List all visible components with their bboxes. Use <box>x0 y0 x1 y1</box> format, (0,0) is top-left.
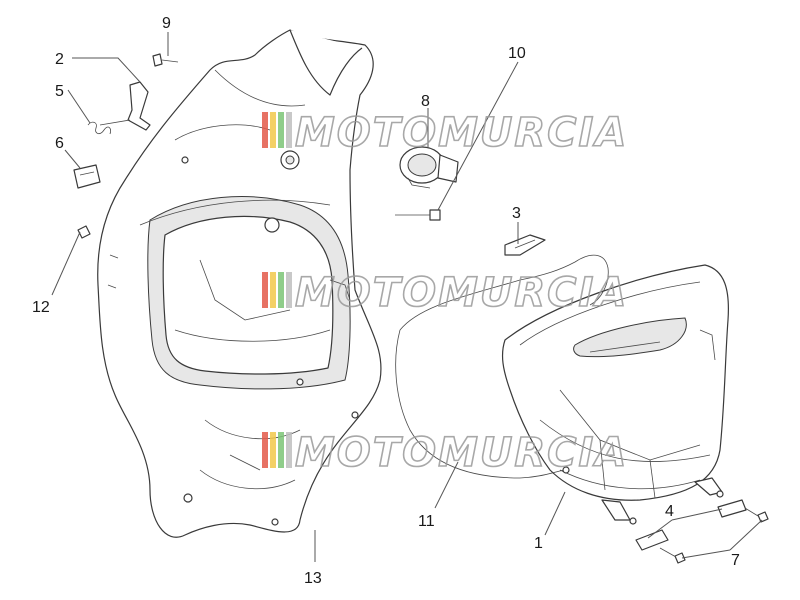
part-12-clip <box>77 225 91 239</box>
part-9-screw <box>152 53 179 67</box>
callout-3: 3 <box>512 205 521 222</box>
part-10-screw <box>395 209 441 221</box>
watermark-logo-stripes <box>262 272 292 308</box>
callout-12: 12 <box>32 299 50 316</box>
part-4-hinges <box>635 499 747 551</box>
callout-10: 10 <box>508 45 526 62</box>
callout-4: 4 <box>665 503 674 520</box>
callout-1: 1 <box>534 535 543 552</box>
watermark-text: MOTOMURCIA <box>295 270 628 316</box>
callout-9: 9 <box>162 15 171 32</box>
part-2-bracket <box>99 81 151 131</box>
part-1-glove-box <box>501 264 729 525</box>
part-6-clip <box>73 164 101 189</box>
watermark-middle: MOTOMURCIA <box>262 269 628 317</box>
part-3-latch <box>504 234 546 256</box>
callout-labels: 9 2 5 6 10 8 3 12 11 1 4 7 13 <box>32 15 740 587</box>
callout-11: 11 <box>418 513 435 530</box>
part-7-screws <box>659 507 769 564</box>
callout-2: 2 <box>55 51 64 68</box>
callout-13: 13 <box>304 570 322 587</box>
part-8-lock <box>399 146 459 189</box>
watermark-text: MOTOMURCIA <box>295 430 628 476</box>
callout-7: 7 <box>731 552 740 569</box>
part-5-spring <box>87 121 111 135</box>
callout-6: 6 <box>55 135 64 152</box>
leader-lines <box>51 32 763 562</box>
watermark-bottom: MOTOMURCIA <box>262 429 628 477</box>
part-11-cable <box>395 254 609 479</box>
callout-5: 5 <box>55 83 64 100</box>
watermark-text: MOTOMURCIA <box>295 110 628 156</box>
part-13-inner-shield <box>97 29 382 538</box>
watermark-logo-stripes <box>262 112 292 148</box>
watermark-logo-stripes <box>262 432 292 468</box>
watermark-top: MOTOMURCIA <box>262 109 628 157</box>
callout-8: 8 <box>421 93 430 110</box>
